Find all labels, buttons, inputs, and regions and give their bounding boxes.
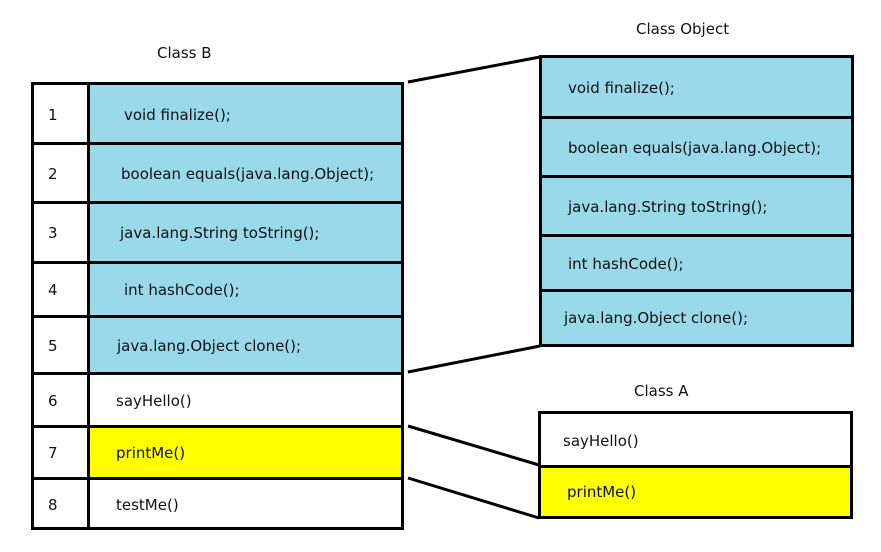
table-row: int hashCode(); (542, 234, 851, 290)
method-text: java.lang.Object clone(); (564, 309, 749, 327)
class-b-title: Class B (157, 44, 212, 62)
table-row: boolean equals(java.lang.Object); (542, 116, 851, 176)
table-row: printMe() (541, 465, 850, 516)
class-a-title: Class A (634, 382, 689, 400)
class-object-table: void finalize(); boolean equals(java.lan… (539, 55, 854, 347)
table-row: java.lang.Object clone(); (542, 289, 851, 344)
table-row: 1 void finalize(); (34, 85, 401, 144)
table-row: 6 sayHello() (34, 372, 401, 426)
method-text: printMe() (567, 483, 637, 501)
method-text: sayHello() (563, 431, 639, 450)
row-number: 5 (34, 318, 90, 373)
row-number: 2 (34, 145, 90, 202)
method-text: int hashCode(); (124, 281, 240, 299)
table-row: 8 testMe() (34, 477, 401, 530)
table-row: 7 printMe() (34, 425, 401, 478)
connector-line (407, 476, 540, 520)
method-text: printMe() (116, 444, 186, 462)
class-b-table: 1 void finalize(); 2 boolean equals(java.l… (31, 82, 404, 530)
table-row: 3 java.lang.String toString(); (34, 201, 401, 261)
method-text: java.lang.String toString(); (120, 223, 320, 242)
connector-line (407, 55, 541, 84)
row-number: 4 (34, 264, 90, 316)
row-number: 1 (34, 85, 90, 144)
connector-line (407, 344, 541, 374)
class-object-title: Class Object (636, 20, 730, 38)
method-text: java.lang.Object clone(); (117, 336, 302, 355)
table-row: sayHello() (541, 414, 850, 467)
method-text: sayHello() (116, 391, 192, 410)
method-text: int hashCode(); (568, 254, 684, 273)
method-text: java.lang.String toString(); (568, 197, 768, 216)
row-number: 7 (34, 428, 90, 478)
table-row: 5 java.lang.Object clone(); (34, 315, 401, 373)
table-row: java.lang.String toString(); (542, 175, 851, 235)
table-row: 2 boolean equals(java.lang.Object); (34, 142, 401, 202)
class-a-table: sayHello() printMe() (538, 411, 853, 519)
row-number: 3 (34, 204, 90, 261)
method-text: void finalize(); (124, 105, 231, 124)
method-text: testMe() (116, 496, 179, 514)
method-text: boolean equals(java.lang.Object); (121, 164, 375, 183)
method-text: boolean equals(java.lang.Object); (568, 138, 822, 157)
row-number: 8 (34, 480, 90, 530)
method-text: void finalize(); (568, 78, 675, 97)
connector-line (407, 424, 540, 467)
row-number: 6 (34, 375, 90, 426)
table-row: void finalize(); (542, 58, 851, 117)
table-row: 4 int hashCode(); (34, 261, 401, 316)
